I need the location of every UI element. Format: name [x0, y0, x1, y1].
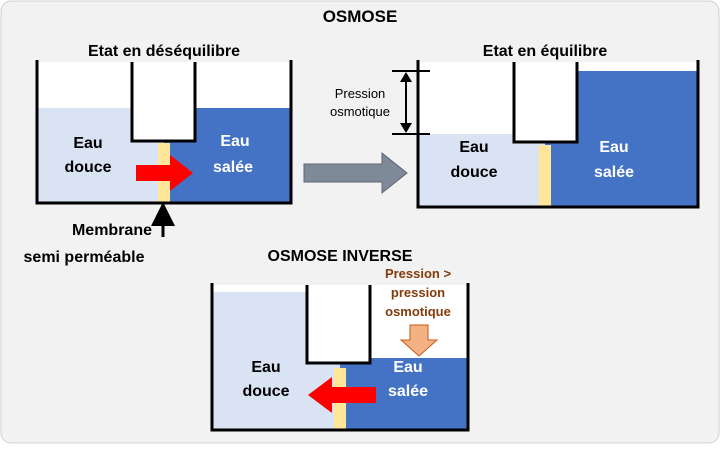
- fresh-water-label: Eau: [459, 139, 488, 156]
- panel-desequilibre-title: Etat en déséquilibre: [88, 43, 240, 60]
- piston-wall: [130, 62, 197, 143]
- piston-cavity: [514, 62, 577, 142]
- membrane: [539, 145, 551, 207]
- diagram-title: OSMOSE: [323, 7, 398, 26]
- pressure-label: Pression: [335, 86, 386, 101]
- piston-wall: [305, 285, 372, 365]
- panel-desequilibre: Etat en déséquilibre Eau douce Eau salée…: [24, 43, 293, 266]
- pressure-arrow-head-up: [400, 72, 412, 82]
- membrane-label: semi perméable: [24, 249, 145, 266]
- piston-wall: [512, 62, 579, 144]
- panel-inverse-title: OSMOSE INVERSE: [268, 248, 413, 265]
- salt-water-label: salée: [594, 164, 634, 181]
- applied-pressure-arrow: [399, 324, 439, 357]
- salt-water-label: salée: [213, 159, 253, 176]
- fresh-water-label: Eau: [251, 359, 280, 376]
- fresh-water-label: douce: [450, 164, 497, 181]
- applied-pressure-label: Pression >: [385, 266, 452, 281]
- applied-pressure-label: pression: [391, 285, 445, 300]
- salt-water-label: Eau: [599, 139, 628, 156]
- salt-water-label: Eau: [393, 359, 422, 376]
- red-flow-arrow: [136, 155, 193, 191]
- tank-wall: [210, 283, 470, 432]
- pressure-arrow-head-down: [400, 123, 412, 133]
- fresh-water-label: douce: [64, 159, 111, 176]
- fresh-water: [418, 134, 545, 207]
- piston-cavity: [307, 285, 370, 363]
- salt-water-label: salée: [388, 383, 428, 400]
- fresh-water-label: douce: [242, 383, 289, 400]
- panel-equilibre: Etat en équilibre Pression osmotique Eau…: [330, 43, 700, 209]
- piston-cavity: [132, 62, 195, 141]
- red-reverse-flow-arrow: [308, 377, 376, 413]
- fresh-water-label: Eau: [73, 135, 102, 152]
- membrane-label: Membrane: [72, 222, 152, 239]
- panel-equilibre-title: Etat en équilibre: [483, 43, 608, 60]
- panel-inverse: OSMOSE INVERSE Pression > pression osmot…: [210, 248, 470, 432]
- pressure-label: osmotique: [330, 104, 390, 119]
- applied-pressure-label: osmotique: [385, 304, 451, 319]
- salt-water-label: Eau: [220, 133, 249, 150]
- transition-arrow: [303, 151, 408, 195]
